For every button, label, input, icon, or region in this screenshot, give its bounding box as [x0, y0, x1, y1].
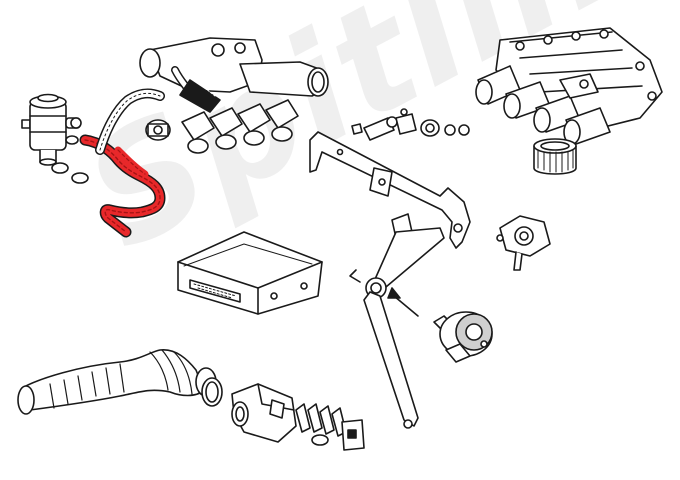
- small-fittings: [351, 108, 470, 141]
- air-filter-element: [533, 138, 577, 175]
- rubber-mount: [433, 311, 493, 363]
- vacuum-canister: [21, 93, 89, 184]
- throttle-body: [95, 37, 329, 155]
- manifold-runners: [475, 65, 611, 145]
- ecu-module: [177, 231, 323, 315]
- rubber-boots-row: [181, 99, 299, 154]
- air-intake-duct: [17, 349, 223, 415]
- highlighted-vacuum-hose: [79, 134, 166, 238]
- intake-manifold: [475, 27, 663, 145]
- pressure-regulator: [496, 215, 551, 271]
- air-flow-meter: [231, 383, 365, 451]
- bellows: [295, 403, 347, 437]
- support-bracket: [309, 131, 471, 249]
- linkage-arm: [349, 213, 445, 429]
